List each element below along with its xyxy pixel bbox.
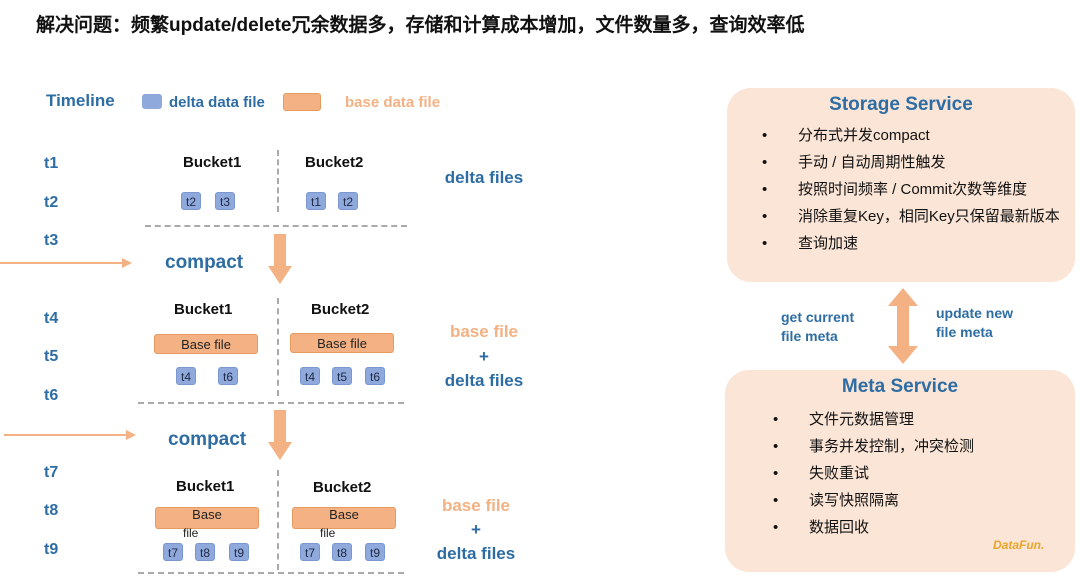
delta-file-chip: t4 — [300, 367, 320, 385]
list-item: 消除重复Key，相同Key只保留最新版本 — [762, 203, 1075, 230]
list-item: 文件元数据管理 — [773, 406, 1075, 433]
update-meta-line2: file meta — [936, 324, 993, 340]
stage3-side-base: base file — [441, 496, 511, 515]
list-item: 失败重试 — [773, 460, 1075, 487]
compact-label: compact — [165, 252, 244, 273]
list-item: 事务并发控制，冲突检测 — [773, 433, 1075, 460]
list-item: 手动 / 自动周期性触发 — [762, 149, 1075, 176]
compact-down-arrow — [268, 234, 292, 284]
incoming-arrow — [0, 258, 132, 268]
list-item: 读写快照隔离 — [773, 487, 1075, 514]
base-file-line2: file — [320, 526, 336, 540]
stage3-side-plus: + — [471, 520, 481, 539]
delta-file-chip: t8 — [195, 543, 215, 561]
delta-file-chip: t8 — [332, 543, 352, 561]
storage-service-title: Storage Service — [829, 94, 973, 115]
stage2-side-base: base file — [449, 322, 519, 341]
bucket-label: Bucket2 — [305, 154, 364, 171]
time-label: t3 — [44, 232, 59, 249]
stage-separator — [138, 402, 404, 404]
storage-service-list: 分布式并发compact 手动 / 自动周期性触发 按照时间频率 / Commi… — [762, 122, 1075, 257]
bucket-divider — [277, 298, 279, 396]
stage2-side-delta: delta files — [444, 371, 524, 390]
time-label: t7 — [44, 464, 59, 481]
delta-file-chip: t2 — [181, 192, 201, 210]
base-legend-swatch — [283, 93, 321, 111]
base-file-box: Base — [292, 507, 396, 529]
base-file-line2: file — [183, 526, 199, 540]
delta-file-chip: t1 — [306, 192, 326, 210]
bidirectional-arrow — [888, 288, 918, 364]
delta-file-chip: t7 — [300, 543, 320, 561]
datafun-logo: DataFun. — [993, 538, 1045, 552]
bucket-label: Bucket2 — [311, 301, 370, 318]
stage-separator — [138, 572, 404, 574]
delta-file-chip: t7 — [163, 543, 183, 561]
stage1-side-label: delta files — [444, 168, 524, 187]
base-legend-label: base data file — [345, 94, 441, 111]
time-label: t9 — [44, 541, 59, 558]
delta-file-chip: t3 — [215, 192, 235, 210]
time-label: t6 — [44, 387, 59, 404]
list-item: 数据回收 — [773, 514, 1075, 541]
stage2-side-plus: + — [479, 347, 489, 366]
meta-service-list: 文件元数据管理 事务并发控制，冲突检测 失败重试 读写快照隔离 数据回收 — [773, 406, 1075, 541]
delta-file-chip: t5 — [332, 367, 352, 385]
bucket-divider — [277, 470, 279, 570]
time-label: t2 — [44, 194, 59, 211]
delta-file-chip: t9 — [229, 543, 249, 561]
delta-legend-label: delta data file — [169, 94, 265, 111]
delta-file-chip: t6 — [365, 367, 385, 385]
time-label: t4 — [44, 310, 59, 327]
delta-file-chip: t6 — [218, 367, 238, 385]
base-file-box: Base — [155, 507, 259, 529]
base-file-box: Base file — [154, 334, 258, 354]
bucket-label: Bucket1 — [183, 154, 242, 171]
list-item: 分布式并发compact — [762, 122, 1075, 149]
storage-service-panel: Storage Service 分布式并发compact 手动 / 自动周期性触… — [727, 88, 1075, 282]
list-item: 查询加速 — [762, 230, 1075, 257]
meta-service-title: Meta Service — [841, 376, 959, 397]
get-meta-line1: get current — [781, 309, 855, 325]
base-file-line1: Base — [329, 507, 359, 522]
time-label: t1 — [44, 155, 59, 172]
bucket-label: Bucket1 — [174, 301, 233, 318]
base-file-box: Base file — [290, 333, 394, 353]
bucket-divider — [277, 150, 279, 212]
page-title: 解决问题：频繁update/delete冗余数据多，存储和计算成本增加，文件数量… — [36, 15, 805, 36]
delta-legend-swatch — [142, 94, 162, 109]
stage3-side-delta: delta files — [436, 544, 516, 563]
bucket-label: Bucket2 — [313, 479, 372, 496]
bucket-label: Bucket1 — [176, 478, 235, 495]
time-label: t5 — [44, 348, 59, 365]
delta-file-chip: t4 — [176, 367, 196, 385]
meta-service-panel: Meta Service 文件元数据管理 事务并发控制，冲突检测 失败重试 读写… — [725, 370, 1075, 572]
delta-file-chip: t9 — [365, 543, 385, 561]
update-meta-line1: update new — [936, 305, 1014, 321]
incoming-arrow — [4, 430, 136, 440]
timeline-label: Timeline — [46, 91, 115, 110]
list-item: 按照时间频率 / Commit次数等维度 — [762, 176, 1075, 203]
compact-label: compact — [168, 429, 247, 450]
compact-down-arrow — [268, 410, 292, 460]
stage-separator — [145, 225, 407, 227]
time-label: t8 — [44, 502, 59, 519]
base-file-line1: Base — [192, 507, 222, 522]
get-meta-line2: file meta — [781, 328, 838, 344]
delta-file-chip: t2 — [338, 192, 358, 210]
